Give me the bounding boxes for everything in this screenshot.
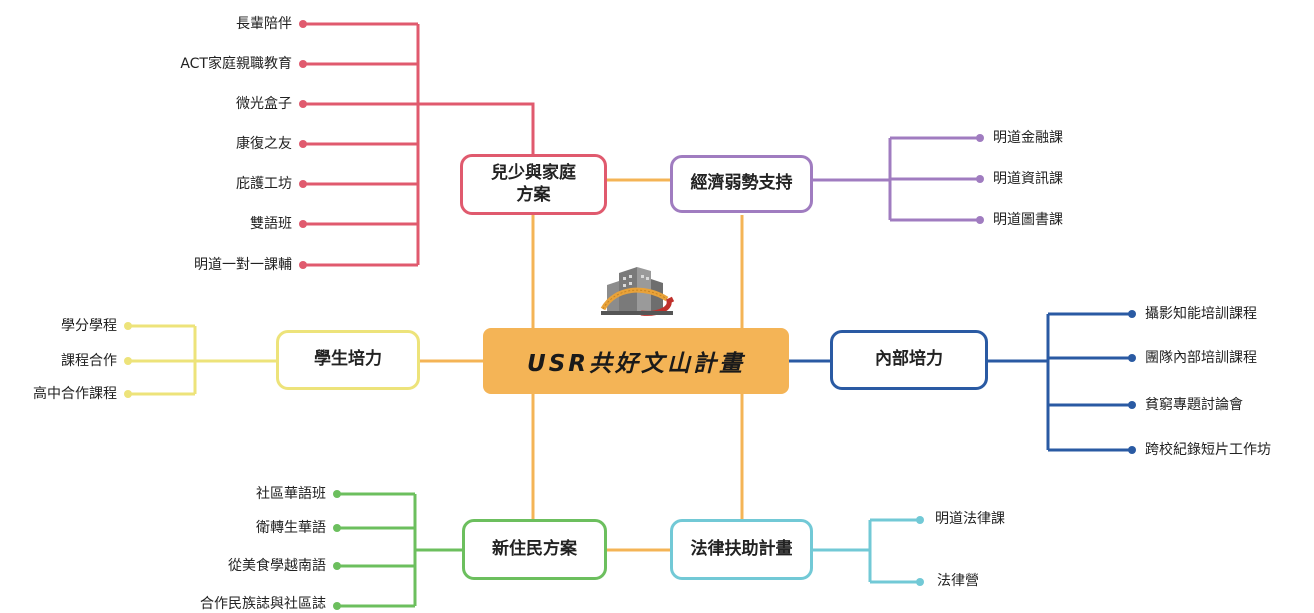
leaf-legal: 明道法律課: [935, 511, 1005, 527]
branch-new-immigrant: 新住民方案: [462, 519, 607, 580]
leaf-children-family: 雙語班: [250, 216, 292, 232]
branch-economic-support: 經濟弱勢支持: [670, 155, 813, 213]
branch-internal-empowerment: 內部培力: [830, 330, 988, 390]
branch-student-empowerment: 學生培力: [276, 330, 420, 390]
leaf-legal: 法律營: [937, 573, 979, 589]
leaf-internal: 團隊內部培訓課程: [1145, 350, 1257, 366]
leaf-children-family: 長輩陪伴: [236, 16, 292, 32]
leaf-children-family: 微光盒子: [236, 96, 292, 112]
leaf-economic: 明道圖書課: [993, 212, 1063, 228]
building-logo-icon: [600, 267, 675, 316]
leaf-immigrant: 合作民族誌與社區誌: [200, 596, 326, 612]
leaf-internal: 跨校紀錄短片工作坊: [1145, 442, 1271, 458]
leaf-student: 學分學程: [61, 318, 117, 334]
branch-legal-aid: 法律扶助計畫: [670, 519, 813, 580]
leaf-student: 課程合作: [61, 353, 117, 369]
leaf-economic: 明道資訊課: [993, 171, 1063, 187]
leaf-children-family: 庇護工坊: [236, 176, 292, 192]
leaf-internal: 貧窮專題討論會: [1145, 397, 1243, 413]
leaf-children-family: 康復之友: [236, 136, 292, 152]
leaf-children-family: 明道一對一課輔: [194, 257, 292, 273]
leaf-student: 高中合作課程: [33, 386, 117, 402]
center-title: USR共好文山計畫: [483, 328, 789, 394]
leaf-internal: 攝影知能培訓課程: [1145, 306, 1257, 322]
leaf-immigrant: 從美食學越南語: [228, 558, 326, 574]
leaf-immigrant: 衛轉生華語: [256, 520, 326, 536]
leaf-immigrant: 社區華語班: [256, 486, 326, 502]
leaf-economic: 明道金融課: [993, 130, 1063, 146]
branch-children-family: 兒少與家庭 方案: [460, 154, 607, 215]
children-family-links: [303, 22, 535, 267]
leaf-children-family: ACT家庭親職教育: [180, 56, 292, 72]
